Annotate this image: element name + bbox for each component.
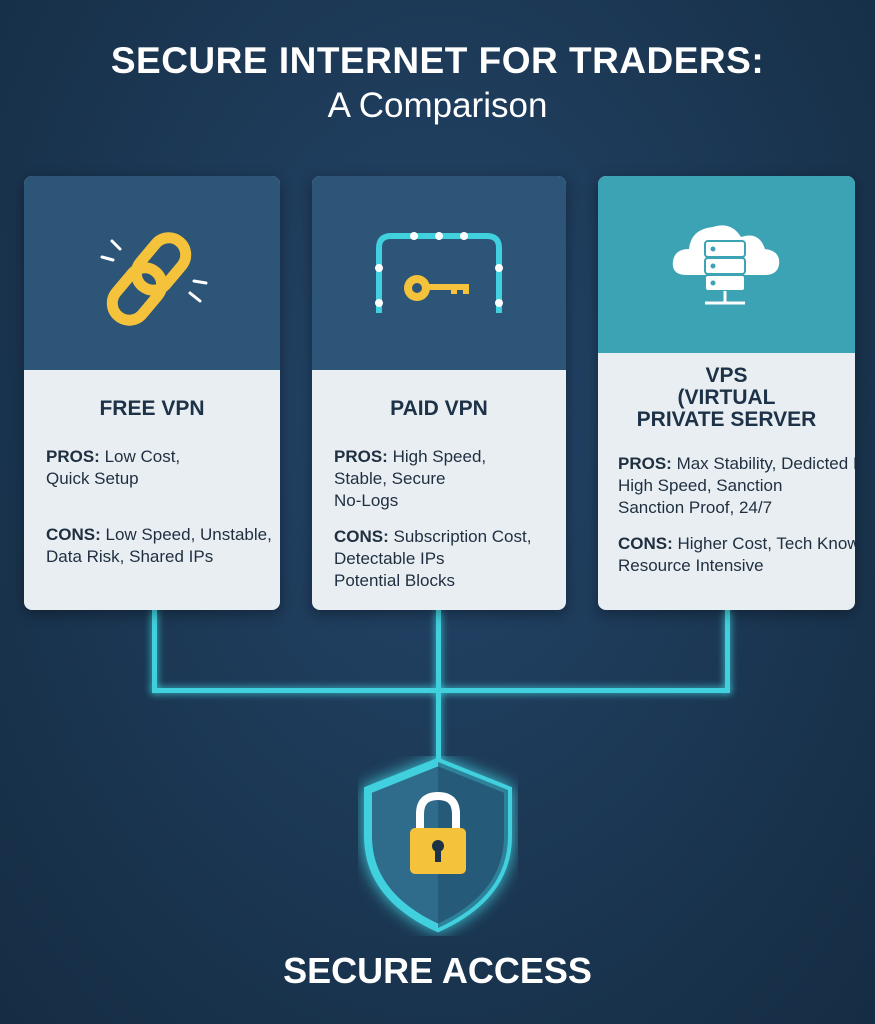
broken-chain-icon <box>100 232 208 326</box>
cons-label: CONS: <box>46 525 101 544</box>
card-title: FREE VPN <box>99 397 205 420</box>
card-cons: CONS: Higher Cost, Tech Knowled Resource… <box>598 533 855 577</box>
card-pros: PROS: Low Cost, Quick Setup <box>24 446 280 490</box>
card-cons: CONS: Low Speed, Unstable, Data Risk, Sh… <box>24 524 280 568</box>
secure-access-label: SECURE ACCESS <box>283 950 592 991</box>
cons-text: Low Speed, Unstable, Data Risk, Shared I… <box>46 525 272 566</box>
cons-text: Higher Cost, Tech Knowled Resource Inten… <box>618 534 855 575</box>
connector-line <box>152 688 730 693</box>
cons-text: Subscription Cost, Detectable IPs Potent… <box>334 527 532 590</box>
pros-text: High Speed, Stable, Secure No-Logs <box>334 447 487 510</box>
key-tunnel-icon <box>375 232 503 313</box>
connector-line <box>152 610 157 692</box>
pros-text: Low Cost, Quick Setup <box>46 447 181 488</box>
card-paid-vpn: PAID VPN PROS: High Speed, Stable, Secur… <box>312 176 566 610</box>
cons-label: CONS: <box>334 527 389 546</box>
card-title: VPS (VIRTUAL PRIVATE SERVER <box>636 364 817 431</box>
card-cons: CONS: Subscription Cost, Detectable IPs … <box>312 526 566 592</box>
pros-label: PROS: <box>46 447 100 466</box>
pros-label: PROS: <box>618 454 672 473</box>
cons-label: CONS: <box>618 534 673 553</box>
connector-line <box>725 610 730 692</box>
card-title: PAID VPN <box>390 397 488 420</box>
card-pros: PROS: High Speed, Stable, Secure No-Logs <box>312 446 566 512</box>
page-title: SECURE INTERNET FOR TRADERS: <box>110 40 765 81</box>
card-free-vpn: FREE VPN PROS: Low Cost, Quick Setup CON… <box>24 176 280 610</box>
card-vps: VPS (VIRTUAL PRIVATE SERVER PROS: Max St… <box>598 176 855 610</box>
pros-text: Max Stability, Dedicted I High Speed, Sa… <box>618 454 855 517</box>
page-subtitle: A Comparison <box>327 86 548 125</box>
pros-label: PROS: <box>334 447 388 466</box>
shield-lock-icon <box>364 757 512 933</box>
cloud-server-icon <box>672 224 779 304</box>
card-pros: PROS: Max Stability, Dedicted I High Spe… <box>598 453 855 519</box>
